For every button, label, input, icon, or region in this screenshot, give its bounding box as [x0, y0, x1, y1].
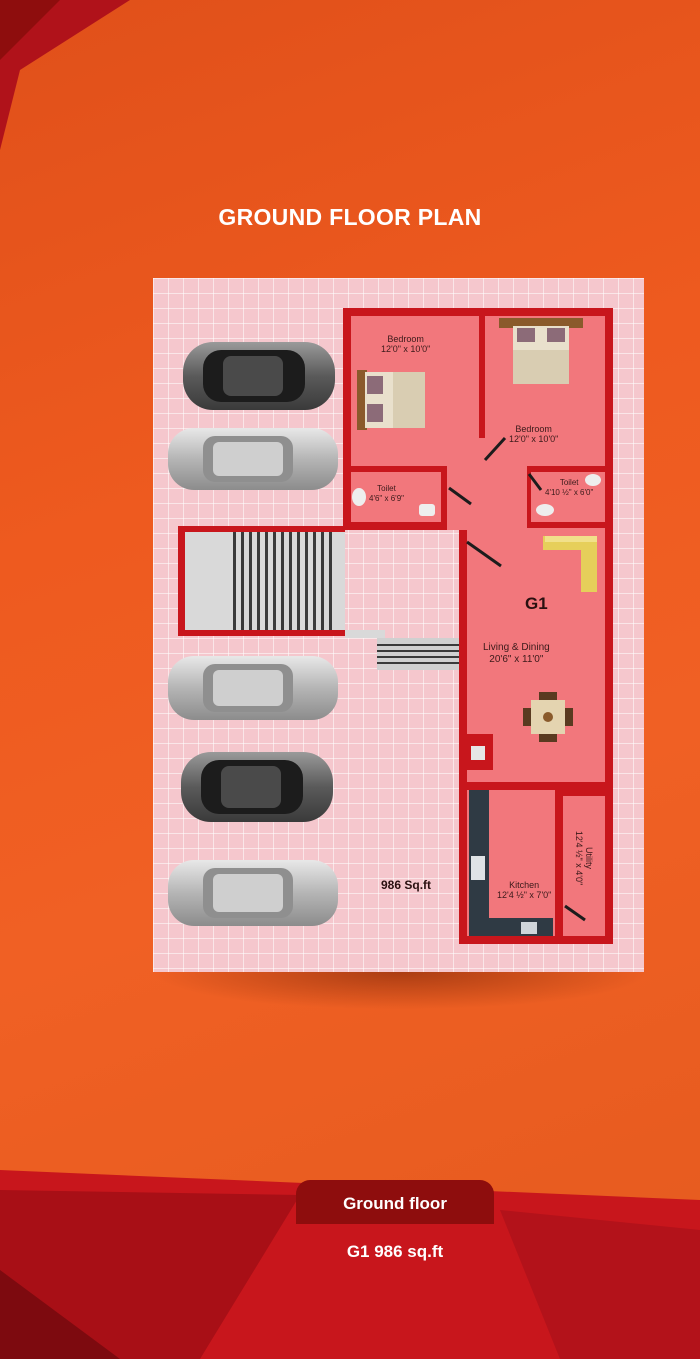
car-1: [183, 342, 335, 410]
car-2: [168, 428, 338, 490]
unit-label: G1: [525, 594, 548, 613]
room-label-living-dining: Living & Dining 20'6" x 11'0": [483, 642, 550, 665]
room-label-utility: Utility 12'4 ½" x 4'0": [574, 830, 595, 886]
car-4: [181, 752, 333, 822]
floor-plan: Bedroom 12'0" x 10'0" Bedroom 12'0" x 10…: [153, 278, 644, 972]
bed-1: [357, 370, 425, 430]
dining-table: [523, 692, 573, 742]
floor-plan-drawing: [168, 308, 613, 944]
car-3: [168, 656, 338, 720]
doors: [448, 436, 586, 922]
floor-badge: Ground floor G1 986 sq.ft: [296, 1180, 494, 1359]
room-label-kitchen: Kitchen 12'4 ½" x 7'0": [497, 880, 552, 900]
room-label-bedroom-1: Bedroom 12'0" x 10'0": [381, 334, 431, 354]
toilet-fixtures: [352, 474, 601, 516]
room-label-toilet-1: Toilet 4'6" x 6'9": [369, 484, 404, 503]
badge-title: Ground floor: [296, 1180, 494, 1224]
car-5: [168, 860, 338, 926]
room-label-toilet-2: Toilet 4'10 ½" x 6'0": [545, 478, 594, 497]
sofa: [543, 536, 597, 592]
staircase: [178, 526, 461, 670]
badge-detail: G1 986 sq.ft: [296, 1224, 494, 1359]
bed-2: [499, 318, 583, 384]
corner-decoration: [0, 0, 130, 150]
page-title: GROUND FLOOR PLAN: [218, 204, 482, 230]
room-label-bedroom-2: Bedroom 12'0" x 10'0": [509, 424, 559, 444]
plan-shadow: [150, 972, 650, 1010]
total-area-label: 986 Sq.ft: [381, 878, 432, 892]
